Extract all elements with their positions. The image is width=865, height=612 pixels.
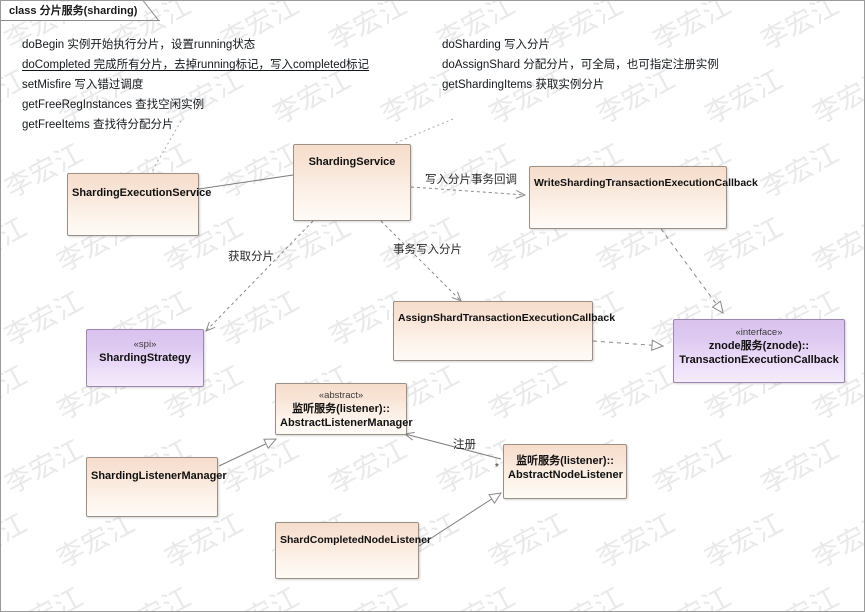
note-leader-right (392, 118, 454, 145)
note-left: doBegin 实例开始执行分片，设置running状态 doCompleted… (22, 35, 369, 135)
frame-title-label: class 分片服务(sharding) (9, 5, 138, 17)
class-stereotype-znode-transaction-execution-callback: «interface» (735, 327, 783, 338)
edge-shardingservice-assigncallback (380, 220, 462, 302)
edge-shardingservice-writecallback (410, 186, 527, 199)
edge-label-register: 注册 (453, 439, 476, 451)
class-qualifier-abstract-listener-manager: 监听服务(listener):: (292, 403, 390, 415)
edge-label-write-shard-tx-callback: 写入分片事务回调 (425, 174, 517, 186)
class-box-sharding-strategy[interactable]: «spi» ShardingStrategy (86, 329, 204, 387)
class-box-sharding-listener-manager[interactable]: ShardingListenerManager (86, 457, 227, 517)
class-box-shard-completed-node-listener[interactable]: ShardCompletedNodeListener (275, 522, 432, 579)
edge-shardcompleted-abstractnodelistener (418, 492, 503, 547)
class-name-sharding-execution-service: ShardingExecutionService (72, 187, 212, 199)
class-box-znode-transaction-execution-callback[interactable]: «interface» znode服务(znode):: Transaction… (673, 319, 845, 383)
note-leader-left (150, 120, 182, 174)
note-right-line-1: doAssignShard 分配分片，可全局，也可指定注册实例 (442, 59, 719, 71)
edge-label-tx-write-shard: 事务写入分片 (393, 244, 462, 256)
class-name-shard-completed-node-listener: ShardCompletedNodeListener (280, 534, 432, 546)
class-qualifier-znode-transaction-execution-callback: znode服务(znode):: (708, 340, 810, 352)
class-name-sharding-service: ShardingService (308, 156, 396, 168)
note-left-line-3: getFreeRegInstances 查找空闲实例 (22, 99, 205, 111)
class-stereotype-sharding-strategy: «spi» (133, 339, 157, 350)
multiplicity-node-listener: * (495, 462, 499, 473)
class-box-sharding-execution-service[interactable]: ShardingExecutionService (67, 173, 212, 236)
frame-tab-corner (144, 2, 161, 21)
frame-title-tab: class 分片服务(sharding) (1, 1, 161, 21)
note-right-line-2: getShardingItems 获取实例分片 (442, 79, 605, 91)
edge-executionservice-shardingservice (198, 174, 294, 190)
edge-assigncallback-znode-interface (592, 339, 665, 351)
class-name-abstract-node-listener: AbstractNodeListener (508, 469, 623, 481)
note-right: doSharding 写入分片 doAssignShard 分配分片，可全局，也… (442, 35, 719, 95)
class-box-abstract-listener-manager[interactable]: «abstract» 监听服务(listener):: AbstractList… (275, 383, 413, 435)
class-name-assign-shard-transaction-execution-callback: AssignShardTransactionExecutionCallback (398, 312, 616, 324)
note-left-line-2: setMisfire 写入错过调度 (22, 79, 144, 91)
note-left-line-4: getFreeItems 查找待分配分片 (22, 119, 174, 131)
class-name-write-sharding-transaction-execution-callback: WriteShardingTransactionExecutionCallbac… (534, 177, 758, 189)
edge-shardingservice-shardingstrategy (205, 220, 314, 332)
class-box-abstract-node-listener[interactable]: 监听服务(listener):: AbstractNodeListener (503, 444, 627, 499)
class-qualifier-abstract-node-listener: 监听服务(listener):: (516, 455, 614, 467)
note-left-line-0: doBegin 实例开始执行分片，设置running状态 (22, 39, 256, 51)
edge-writecallback-znode-interface (660, 228, 724, 314)
class-stereotype-abstract-listener-manager: «abstract» (318, 390, 364, 401)
class-box-write-sharding-transaction-execution-callback[interactable]: WriteShardingTransactionExecutionCallbac… (529, 166, 758, 229)
class-box-sharding-service[interactable]: ShardingService (293, 144, 411, 221)
class-box-assign-shard-transaction-execution-callback[interactable]: AssignShardTransactionExecutionCallback (393, 301, 616, 361)
class-name-sharding-listener-manager: ShardingListenerManager (91, 470, 227, 482)
note-left-line-1: doCompleted 完成所有分片，去掉running标记，写入complet… (22, 59, 370, 71)
class-name-sharding-strategy: ShardingStrategy (99, 352, 191, 364)
note-right-line-0: doSharding 写入分片 (442, 39, 551, 51)
edge-shardinglistenermanager-abstractlistenermanager (218, 438, 278, 467)
class-name-znode-transaction-execution-callback: TransactionExecutionCallback (679, 354, 839, 366)
edge-label-get-shard: 获取分片 (228, 251, 274, 263)
class-name-abstract-listener-manager: AbstractListenerManager (280, 417, 413, 429)
edge-abstractnodelistener-register (403, 431, 502, 460)
